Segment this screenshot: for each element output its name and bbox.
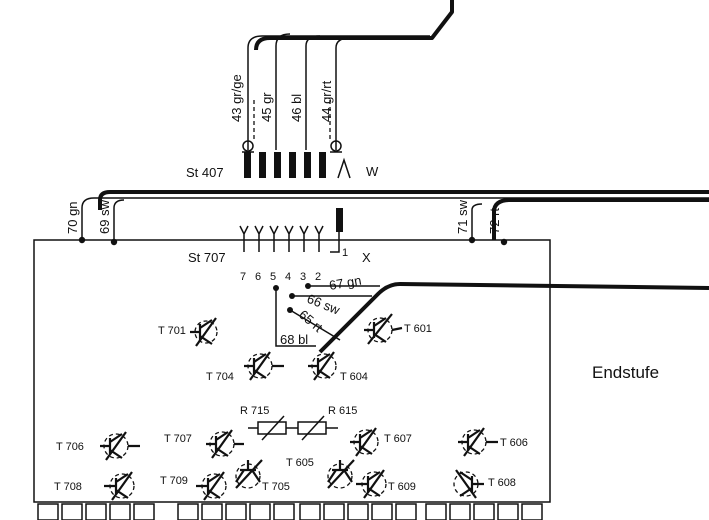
wire-label-70gn: 70 gn — [65, 201, 80, 234]
edge-pad — [347, 503, 369, 520]
st407-suffix: W — [366, 164, 379, 179]
transistor-t606-symbol — [458, 427, 498, 457]
label-r615: R 615 — [328, 405, 357, 417]
transistor-t607-symbol — [350, 427, 379, 457]
internal-cable — [273, 282, 709, 354]
pin-6: 6 — [255, 271, 261, 283]
wire-label-46: 46 bl — [289, 94, 304, 122]
wire-label-45: 45 gr — [259, 92, 274, 122]
pin-3: 3 — [300, 271, 306, 283]
wire-label-44: 44 gr/rt — [319, 80, 334, 122]
transistor-t601-symbol — [364, 313, 403, 345]
edge-pad — [395, 503, 417, 520]
st407-pins — [244, 152, 351, 179]
pin-7: 7 — [240, 271, 246, 283]
edge-pad — [273, 503, 295, 520]
st407-label: St 407 — [186, 165, 224, 180]
transistor-t709-symbol — [196, 471, 227, 501]
edge-pad — [201, 503, 223, 520]
edge-pad — [225, 503, 247, 520]
transistor-t608-symbol — [453, 469, 484, 499]
label-t708: T 708 — [54, 481, 82, 493]
edge-pad — [473, 503, 495, 520]
edge-pad — [323, 503, 345, 520]
transistor-t704-symbol — [244, 351, 284, 381]
middle-cable-bundle — [78, 190, 709, 246]
pin-2: 2 — [315, 271, 321, 283]
wire-label-67gn: 67 gn — [328, 273, 363, 293]
pin-5: 5 — [270, 271, 276, 283]
label-t609: T 609 — [388, 481, 416, 493]
label-t604: T 604 — [340, 371, 368, 383]
amplifier-board — [33, 239, 551, 503]
wire-label-43: 43 gr/ge — [229, 74, 244, 122]
label-t607: T 607 — [384, 433, 412, 445]
edge-pad — [85, 503, 107, 520]
wire-label-71sw: 71 sw — [455, 199, 470, 234]
label-t701: T 701 — [158, 325, 186, 337]
pin-4: 4 — [285, 271, 291, 283]
edge-pad — [61, 503, 83, 520]
wire-label-72rt: 72 rt — [487, 208, 502, 234]
edge-pad — [371, 503, 393, 520]
transistor-t604-symbol — [308, 351, 337, 381]
label-t605: T 605 — [286, 457, 314, 469]
edge-pad — [449, 503, 471, 520]
label-t608: T 608 — [488, 477, 516, 489]
label-t706: T 706 — [56, 441, 84, 453]
wire-label-69sw: 69 sw — [97, 199, 112, 234]
label-t601: T 601 — [404, 323, 432, 335]
label-t707: T 707 — [164, 433, 192, 445]
top-wire-labels: 43 gr/ge 45 gr 46 bl 44 gr/rt — [229, 74, 334, 122]
edge-pad — [299, 503, 321, 520]
resistors-r715-r615 — [248, 415, 338, 441]
st707-pin-numbers: 7 6 5 4 3 2 1 — [240, 247, 348, 283]
transistor-t701-symbol — [190, 317, 218, 347]
label-t606: T 606 — [500, 437, 528, 449]
transistor-t706-symbol — [100, 431, 140, 461]
edge-pad — [109, 503, 131, 520]
edge-pad — [133, 503, 155, 520]
pin-1: 1 — [342, 247, 348, 259]
edge-pad — [37, 503, 59, 520]
transistor-t605-symbol — [327, 459, 355, 489]
label-t705: T 705 — [262, 481, 290, 493]
edge-pad — [177, 503, 199, 520]
edge-pad — [497, 503, 519, 520]
transistor-t609-symbol — [356, 469, 387, 499]
edge-connector-pads — [37, 503, 543, 520]
transistor-t705-symbol — [235, 459, 263, 489]
edge-pad — [425, 503, 447, 520]
label-t709: T 709 — [160, 475, 188, 487]
label-r715: R 715 — [240, 405, 269, 417]
edge-pad — [249, 503, 271, 520]
edge-pad — [521, 503, 543, 520]
transistor-t708-symbol — [104, 471, 135, 501]
section-label-endstufe: Endstufe — [592, 363, 659, 382]
transistor-t707-symbol — [206, 429, 244, 459]
top-cable-bundle — [247, 0, 454, 150]
label-t704: T 704 — [206, 371, 234, 383]
st707-connector — [239, 208, 343, 253]
wire-label-68bl: 68 bl — [280, 332, 308, 347]
st707-suffix: X — [362, 250, 371, 265]
st707-label: St 707 — [188, 250, 226, 265]
